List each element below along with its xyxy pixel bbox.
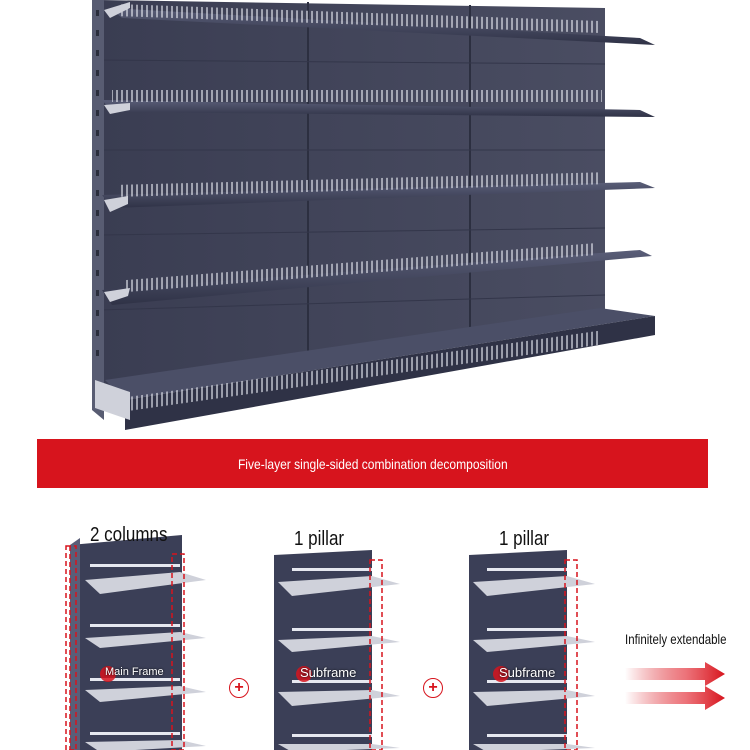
- plus-circle-icon: +: [229, 678, 249, 698]
- subframe-label: Subframe: [499, 665, 556, 680]
- shelving-unit-image: [92, 0, 655, 430]
- frame-label-marker: [296, 666, 312, 682]
- frame-label-marker: [493, 666, 509, 682]
- subframe-module-2: 1 pillar Subframe: [467, 520, 602, 750]
- banner: Five-layer single-sided combination deco…: [37, 439, 708, 488]
- extension-label: Infinitely extendable: [625, 631, 727, 647]
- main-frame-module: 2 columns Main Frame: [60, 520, 210, 750]
- subframe-module-1: 1 pillar Subframe: [272, 520, 407, 750]
- plus-circle-icon: +: [423, 678, 443, 698]
- double-arrow-right-icon: [625, 662, 725, 710]
- subframe-image-2: [469, 550, 595, 750]
- columns-count-label: 2 columns: [90, 524, 168, 546]
- subframe-image-1: [274, 550, 400, 750]
- frame-label-marker: [100, 666, 116, 682]
- main-frame-image: [65, 535, 206, 750]
- banner-text: Five-layer single-sided combination deco…: [237, 455, 508, 472]
- pillar-count-label: 1 pillar: [294, 528, 345, 550]
- subframe-label: Subframe: [300, 665, 357, 680]
- main-frame-label: Main Frame: [105, 666, 164, 678]
- pillar-count-label: 1 pillar: [499, 528, 550, 550]
